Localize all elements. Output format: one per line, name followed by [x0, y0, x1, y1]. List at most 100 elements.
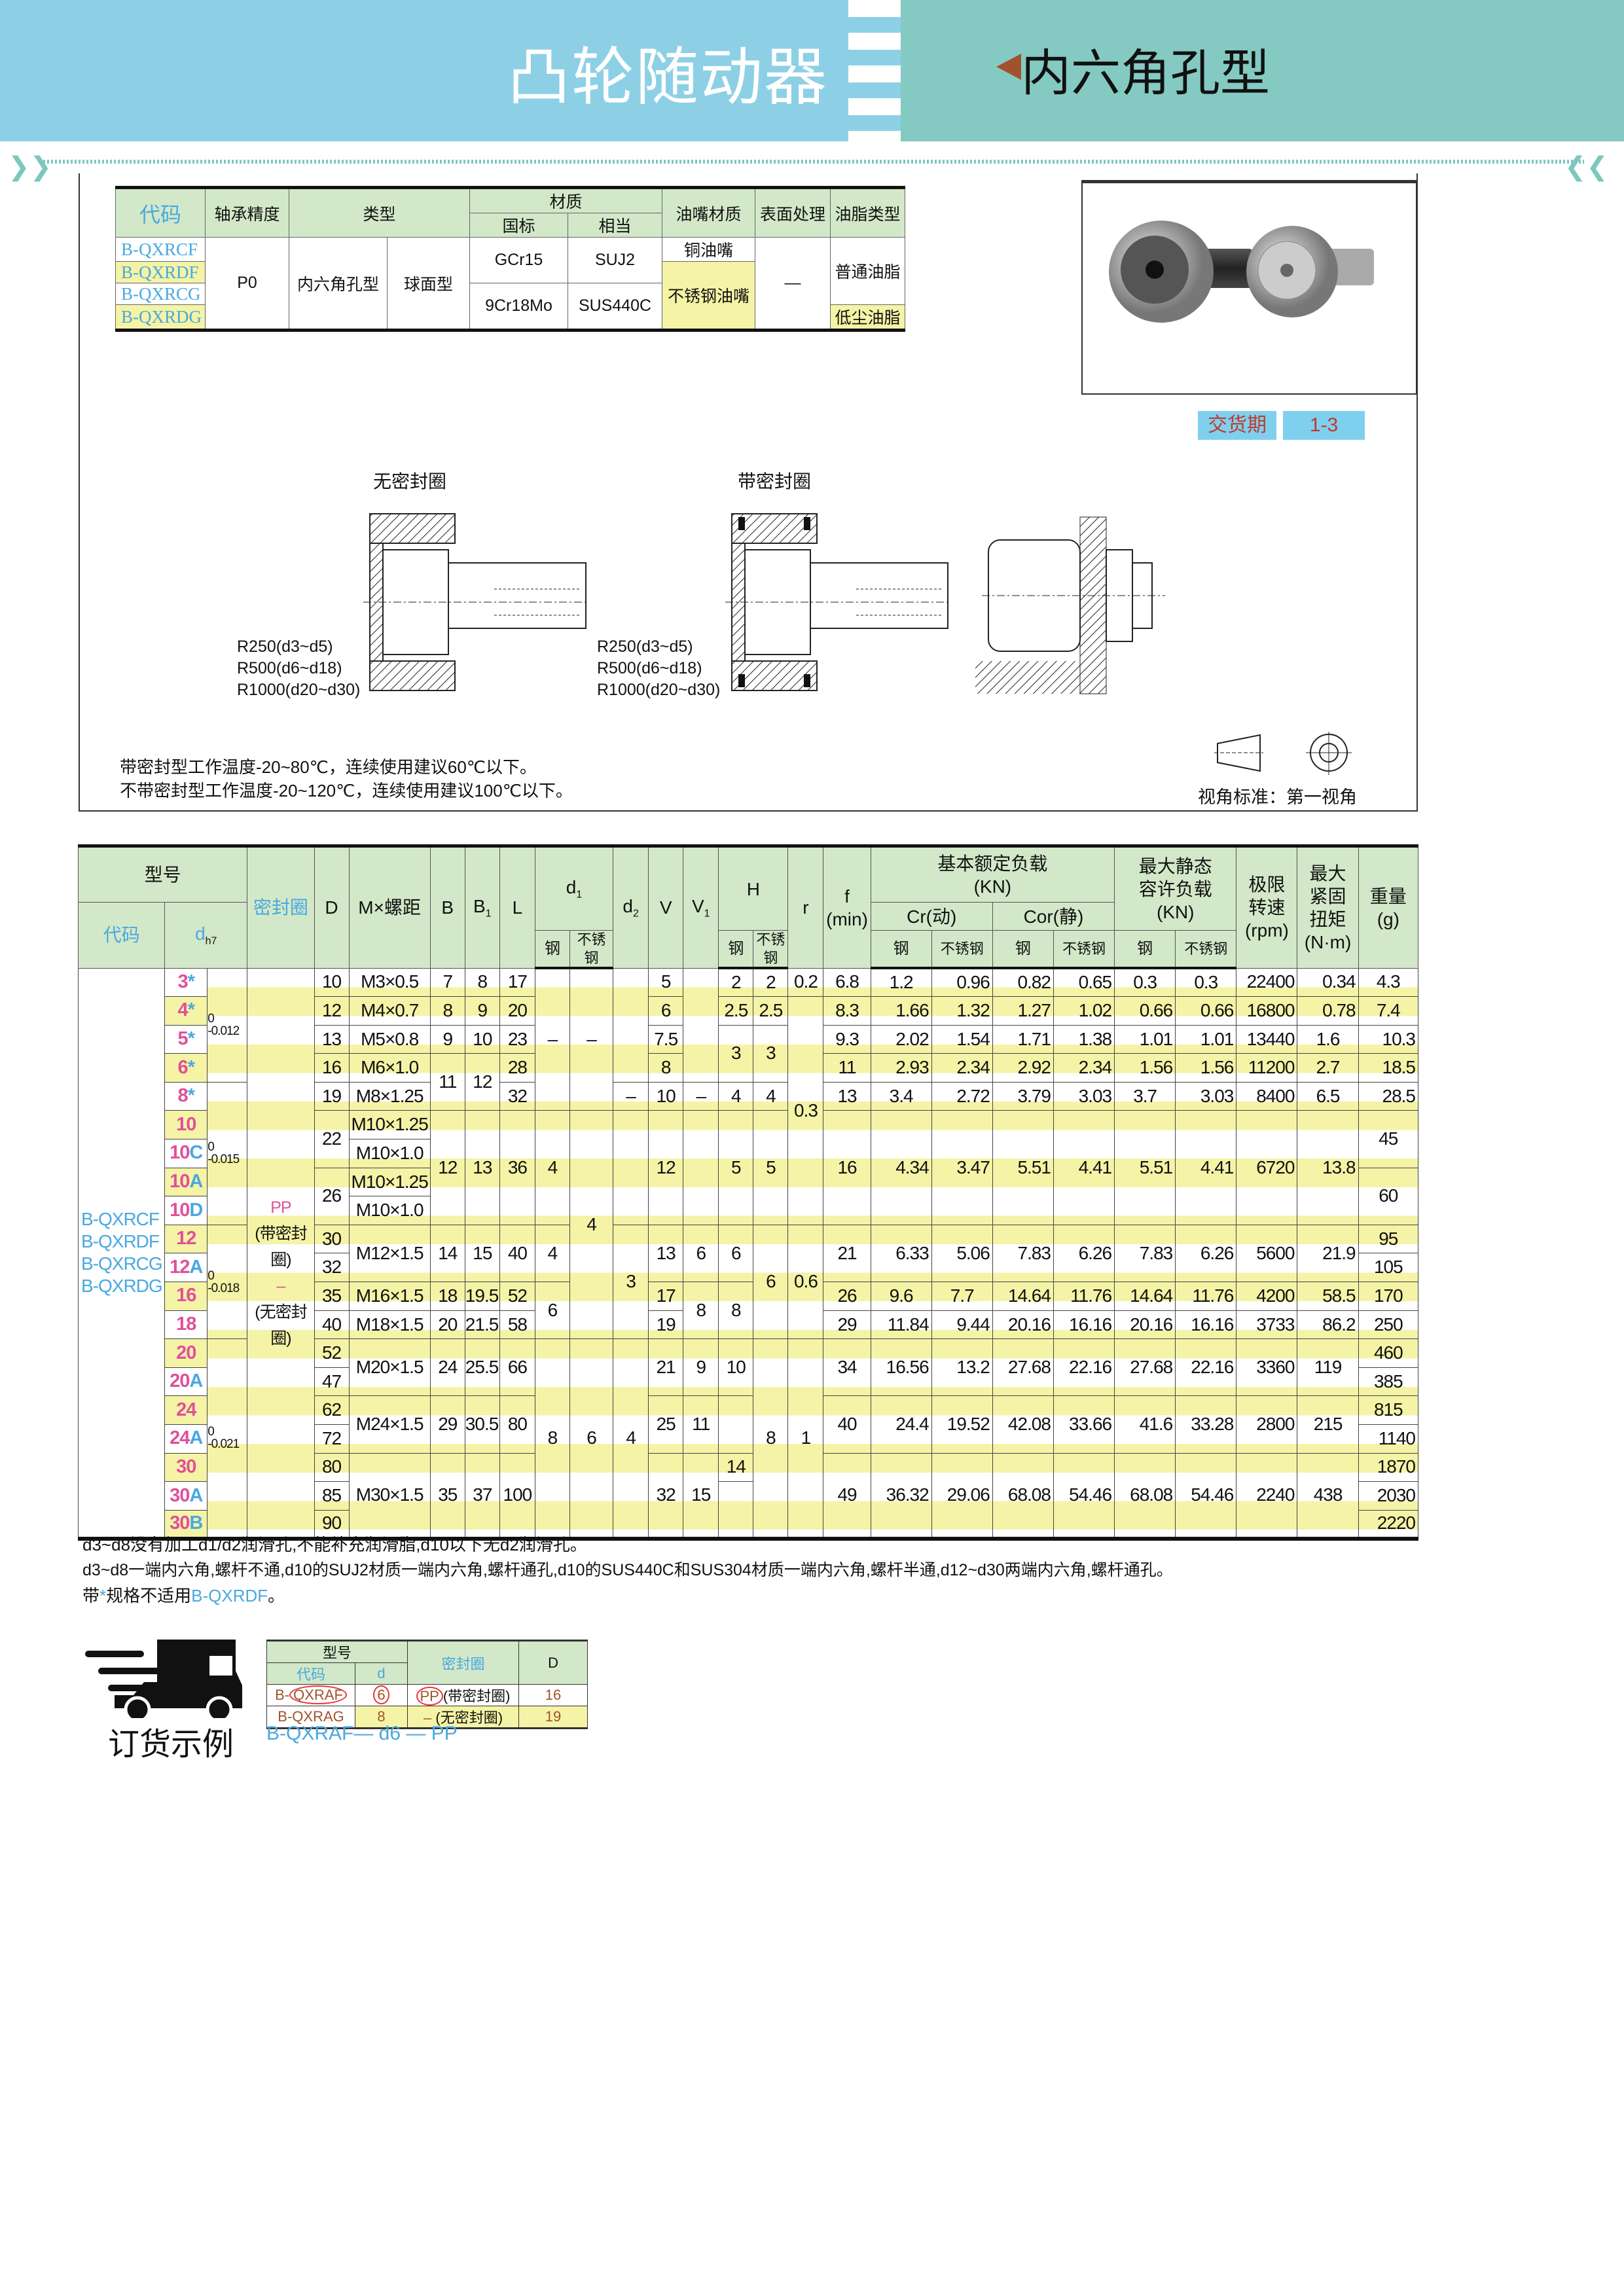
table-cell: 66 — [499, 1338, 535, 1397]
table-cell: – — [683, 1081, 719, 1111]
table-cell: 0.65 — [1053, 967, 1115, 997]
table-cell: 60 — [1358, 1167, 1419, 1225]
table-cell: 10.3 — [1358, 1024, 1419, 1054]
size-d-cell: 10A — [164, 1167, 208, 1197]
table-cell: 20 — [499, 996, 535, 1026]
table-cell: 1.38 — [1053, 1024, 1115, 1054]
table-cell: 47 — [314, 1367, 350, 1397]
table-cell: 1.56 — [1114, 1053, 1176, 1083]
table-cell: 815 — [1358, 1395, 1419, 1425]
no-seal-drawing — [363, 513, 589, 691]
header-stainless: 不锈钢 — [569, 930, 614, 969]
size-d-cell: 10C — [164, 1139, 208, 1168]
table-cell: 16.16 — [1053, 1310, 1115, 1340]
table-cell: – — [613, 1081, 649, 1111]
table-cell: 1.6 — [1297, 1024, 1359, 1054]
order-code: B-QXRAF — [266, 1684, 355, 1706]
table-cell: 2.5 — [753, 996, 789, 1026]
table-cell: 3 — [718, 1024, 754, 1083]
dimension-table: 型号 密封圈 D M×螺距 B B1 L d1 d2 V V1 H r f(mi… — [77, 844, 1419, 1541]
table-cell: 7.5 — [648, 1024, 684, 1054]
spec-nozzle: 铜油嘴 — [662, 237, 756, 262]
table-cell: 18 — [429, 1282, 465, 1311]
spec-code: B-QXRCF — [115, 237, 206, 262]
table-cell: 29.06 — [931, 1452, 993, 1539]
table-cell: 4.34 — [870, 1110, 932, 1225]
table-cell — [683, 967, 719, 1083]
spec-header-surface: 表面处理 — [755, 187, 831, 238]
table-cell: 3 — [613, 1224, 649, 1340]
table-cell: 22400 — [1236, 967, 1298, 997]
header-cor: Cor(静) — [992, 902, 1115, 931]
table-cell: 9 — [429, 1024, 465, 1054]
table-cell: M3×0.5 — [348, 967, 431, 997]
table-cell: 11 — [683, 1395, 719, 1454]
table-cell: 26 — [314, 1167, 350, 1225]
header-steel: 钢 — [718, 930, 754, 969]
table-cell: 4 — [534, 1110, 570, 1225]
table-cell: 28 — [499, 1053, 535, 1083]
product-photo — [1081, 180, 1417, 395]
header-banner-left — [0, 0, 851, 141]
spec-code: B-QXRDG — [115, 304, 206, 331]
table-cell: 13440 — [1236, 1024, 1298, 1054]
mounting-drawing — [975, 516, 1165, 694]
table-cell: M16×1.5 — [348, 1282, 431, 1311]
table-cell: 1.01 — [1175, 1024, 1237, 1054]
table-cell: 9.3 — [823, 1024, 871, 1054]
table-cell: M20×1.5 — [348, 1338, 431, 1397]
table-cell: 11.84 — [870, 1310, 932, 1340]
table-cell: M10×1.25 — [348, 1167, 431, 1197]
table-cell: 119 — [1297, 1338, 1359, 1397]
table-cell: 13 — [648, 1224, 684, 1283]
size-d-cell: 20A — [164, 1367, 208, 1397]
table-cell: 14.64 — [1114, 1282, 1176, 1311]
table-cell: 0.78 — [1297, 996, 1359, 1026]
table-cell: 0.34 — [1297, 967, 1359, 997]
table-cell: 95 — [1358, 1224, 1419, 1254]
table-cell: 2.92 — [992, 1053, 1054, 1083]
header-D: D — [314, 846, 350, 969]
order-formula: B-QXRAF— d6 — PP — [266, 1723, 458, 1744]
spec-precision: P0 — [205, 237, 289, 331]
note-1: d3~d8没有加工d1/d2润滑孔,不能补充润滑脂,d10以下无d2润滑孔。 — [82, 1535, 587, 1554]
table-cell: 12 — [314, 996, 350, 1026]
first-angle-projection-icon — [1214, 732, 1352, 775]
table-cell: 4 — [569, 1110, 614, 1340]
table-cell: 4 — [613, 1338, 649, 1539]
table-cell: 52 — [314, 1338, 350, 1368]
table-cell: 85 — [314, 1481, 350, 1511]
table-cell: 5.51 — [992, 1110, 1054, 1225]
table-cell — [718, 1395, 754, 1454]
table-cell: 10 — [718, 1338, 754, 1397]
size-d-cell: 6* — [164, 1053, 208, 1083]
table-cell: 4.3 — [1358, 967, 1419, 997]
table-cell: 6 — [534, 1282, 570, 1340]
spec-grease: 低尘油脂 — [830, 304, 906, 331]
table-cell: 16 — [314, 1053, 350, 1083]
table-cell — [613, 1110, 649, 1225]
table-cell: 9.6 — [870, 1282, 932, 1311]
header-stainless: 不锈钢 — [1053, 930, 1115, 969]
table-cell: M8×1.25 — [348, 1081, 431, 1111]
table-cell: 105 — [1358, 1253, 1419, 1283]
spec-header-equiv: 相当 — [568, 213, 663, 238]
header-d2: d2 — [613, 846, 649, 969]
table-cell: 11200 — [1236, 1053, 1298, 1083]
table-cell: 12 — [429, 1110, 465, 1225]
table-cell: 13 — [823, 1081, 871, 1111]
table-cell: 2220 — [1358, 1509, 1419, 1539]
table-cell: M30×1.5 — [348, 1452, 431, 1539]
tolerance-cell: 0 -0.015 — [207, 1081, 248, 1225]
table-cell: 1.2 — [870, 967, 932, 997]
header-weight: 重量(g) — [1358, 846, 1419, 969]
table-cell: 7 — [429, 967, 465, 997]
note-2: d3~d8一端内六角,螺杆不通,d10的SUJ2材质一端内六角,螺杆通孔,d10… — [82, 1561, 1173, 1579]
table-cell: 34 — [823, 1338, 871, 1397]
table-cell: 19 — [314, 1081, 350, 1111]
